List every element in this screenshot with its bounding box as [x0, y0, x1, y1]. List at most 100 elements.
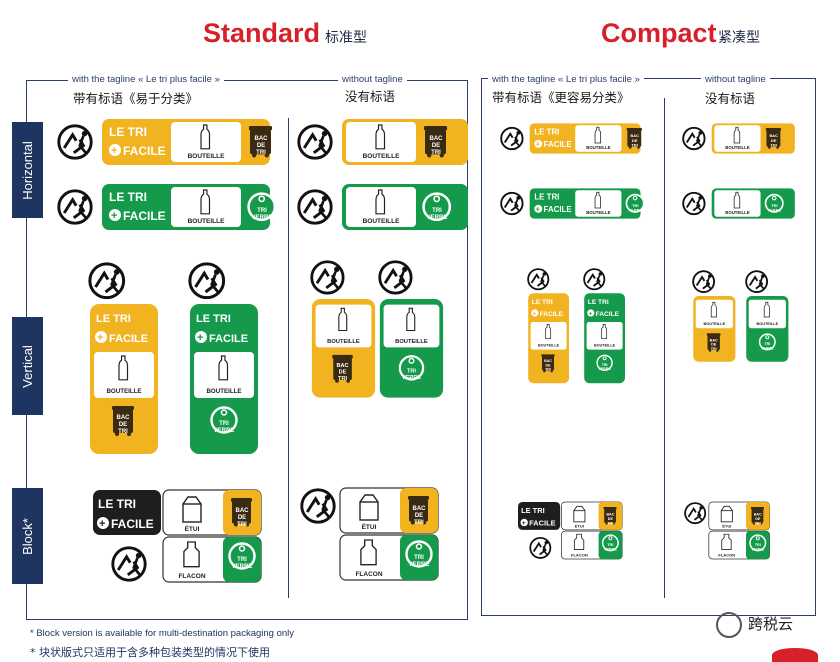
facile-text: FACILE: [529, 519, 555, 528]
de-text: DE: [608, 517, 614, 521]
tri-text: TRI: [256, 150, 266, 156]
flacon-text: FLACON: [178, 573, 205, 580]
bouteille-text: BOUTEILLE: [538, 344, 560, 348]
footnote-en: * Block version is available for multi-d…: [30, 628, 295, 639]
compact-with-tagline: with the tagline « Le tri plus facile »: [488, 74, 644, 85]
facile-text: FACILE: [540, 311, 564, 318]
standard-without-tagline: without tagline: [338, 74, 407, 85]
tri-text: TRI: [602, 363, 608, 367]
tagline-band: [518, 502, 561, 530]
standard-with-tagline-cn: 带有标语《易于分类》: [73, 91, 199, 106]
facile-text: FACILE: [111, 517, 154, 531]
triman-icon: [583, 268, 606, 291]
tri-text: TRI: [338, 376, 347, 382]
tri-text: TRI: [118, 429, 128, 435]
compact-title-cn: 紧凑型: [718, 30, 760, 46]
compact-frame: [481, 78, 816, 616]
triman-icon: [88, 262, 126, 300]
standard-without-tagline-cn: 没有标语: [345, 89, 396, 104]
le-tri-text: LE TRI: [98, 497, 136, 511]
le-tri-text: LE TRI: [521, 506, 545, 515]
compact-divider: [664, 98, 665, 598]
facile-text: FACILE: [109, 333, 148, 345]
triman-icon: [378, 260, 413, 295]
plus-sign: +: [536, 204, 540, 213]
triman-icon: [111, 546, 147, 582]
facile-text: FACILE: [123, 144, 166, 158]
bouteille-text: BOUTEILLE: [363, 153, 400, 160]
watermark-text: 跨税云: [748, 615, 794, 633]
tri-text: TRI: [237, 557, 247, 563]
plus-sign: +: [99, 518, 105, 530]
facile-text: FACILE: [544, 205, 572, 214]
bac-text: BAC: [430, 136, 444, 142]
triman-icon: [57, 189, 93, 225]
etui-text: ÉTUI: [575, 523, 584, 528]
tri-text: TRI: [755, 521, 761, 525]
plus-sign: +: [522, 520, 526, 527]
bac-text: BAC: [710, 338, 718, 342]
le-tri-text: LE TRI: [109, 125, 147, 139]
tri-text: TRI: [431, 150, 441, 156]
de-text: DE: [339, 369, 347, 375]
tri-text: TRI: [432, 208, 442, 214]
triman-icon: [500, 126, 524, 151]
bouteille-text: BOUTEILLE: [327, 339, 360, 345]
tri-text: TRI: [764, 342, 770, 346]
standard-with-tagline: with the tagline « Le tri plus facile »: [68, 74, 224, 85]
triman-icon: [188, 262, 226, 300]
verre-text: VERRE: [409, 562, 430, 568]
tri-text: TRI: [237, 522, 247, 528]
bouteille-text: BOUTEILLE: [725, 145, 749, 150]
verre-text: VERRE: [628, 207, 642, 212]
plus-sign: +: [111, 210, 117, 222]
tri-text: TRI: [711, 347, 717, 351]
de-text: DE: [632, 138, 638, 143]
verre-text: VERRE: [252, 215, 273, 221]
wechat-icon: [716, 612, 742, 638]
bouteille-text: BOUTEILLE: [703, 322, 725, 326]
bouteille-text: BOUTEILLE: [363, 218, 400, 225]
bac-text: BAC: [544, 359, 552, 363]
triman-icon: [529, 536, 552, 559]
tagline-band: [93, 490, 161, 535]
verre-text: VERRE: [214, 428, 235, 434]
verre-text: VERRE: [768, 207, 782, 212]
flacon-text: FLACON: [718, 553, 735, 558]
standard-title: Standard: [203, 18, 321, 48]
tri-text: TRI: [545, 368, 551, 372]
triman-icon: [527, 268, 550, 291]
facile-text: FACILE: [596, 311, 620, 318]
le-tri-text: LE TRI: [534, 193, 559, 202]
compact-with-tagline-cn: 带有标语《更容易分类》: [492, 90, 630, 105]
bouteille-text: BOUTEILLE: [395, 339, 428, 345]
le-tri-text: LE TRI: [96, 313, 131, 325]
le-tri-text: LE TRI: [534, 128, 559, 137]
verre-text: VERRE: [402, 375, 421, 381]
plus-sign: +: [588, 310, 592, 317]
etui-text: ÉTUI: [185, 524, 200, 533]
bouteille-text: BOUTEILLE: [586, 210, 610, 215]
corner-accent: [772, 648, 818, 662]
de-text: DE: [771, 138, 777, 143]
tri-text: TRI: [631, 142, 637, 147]
bouteille-text: BOUTEILLE: [586, 145, 610, 150]
le-tri-text: LE TRI: [588, 299, 609, 306]
de-text: DE: [238, 515, 246, 521]
de-text: DE: [257, 143, 265, 149]
footnote-cn: * 块状版式只适用于含多种包装类型的情况下使用: [30, 646, 270, 659]
tri-text: TRI: [219, 421, 229, 427]
compact-title: Compact: [601, 18, 717, 48]
